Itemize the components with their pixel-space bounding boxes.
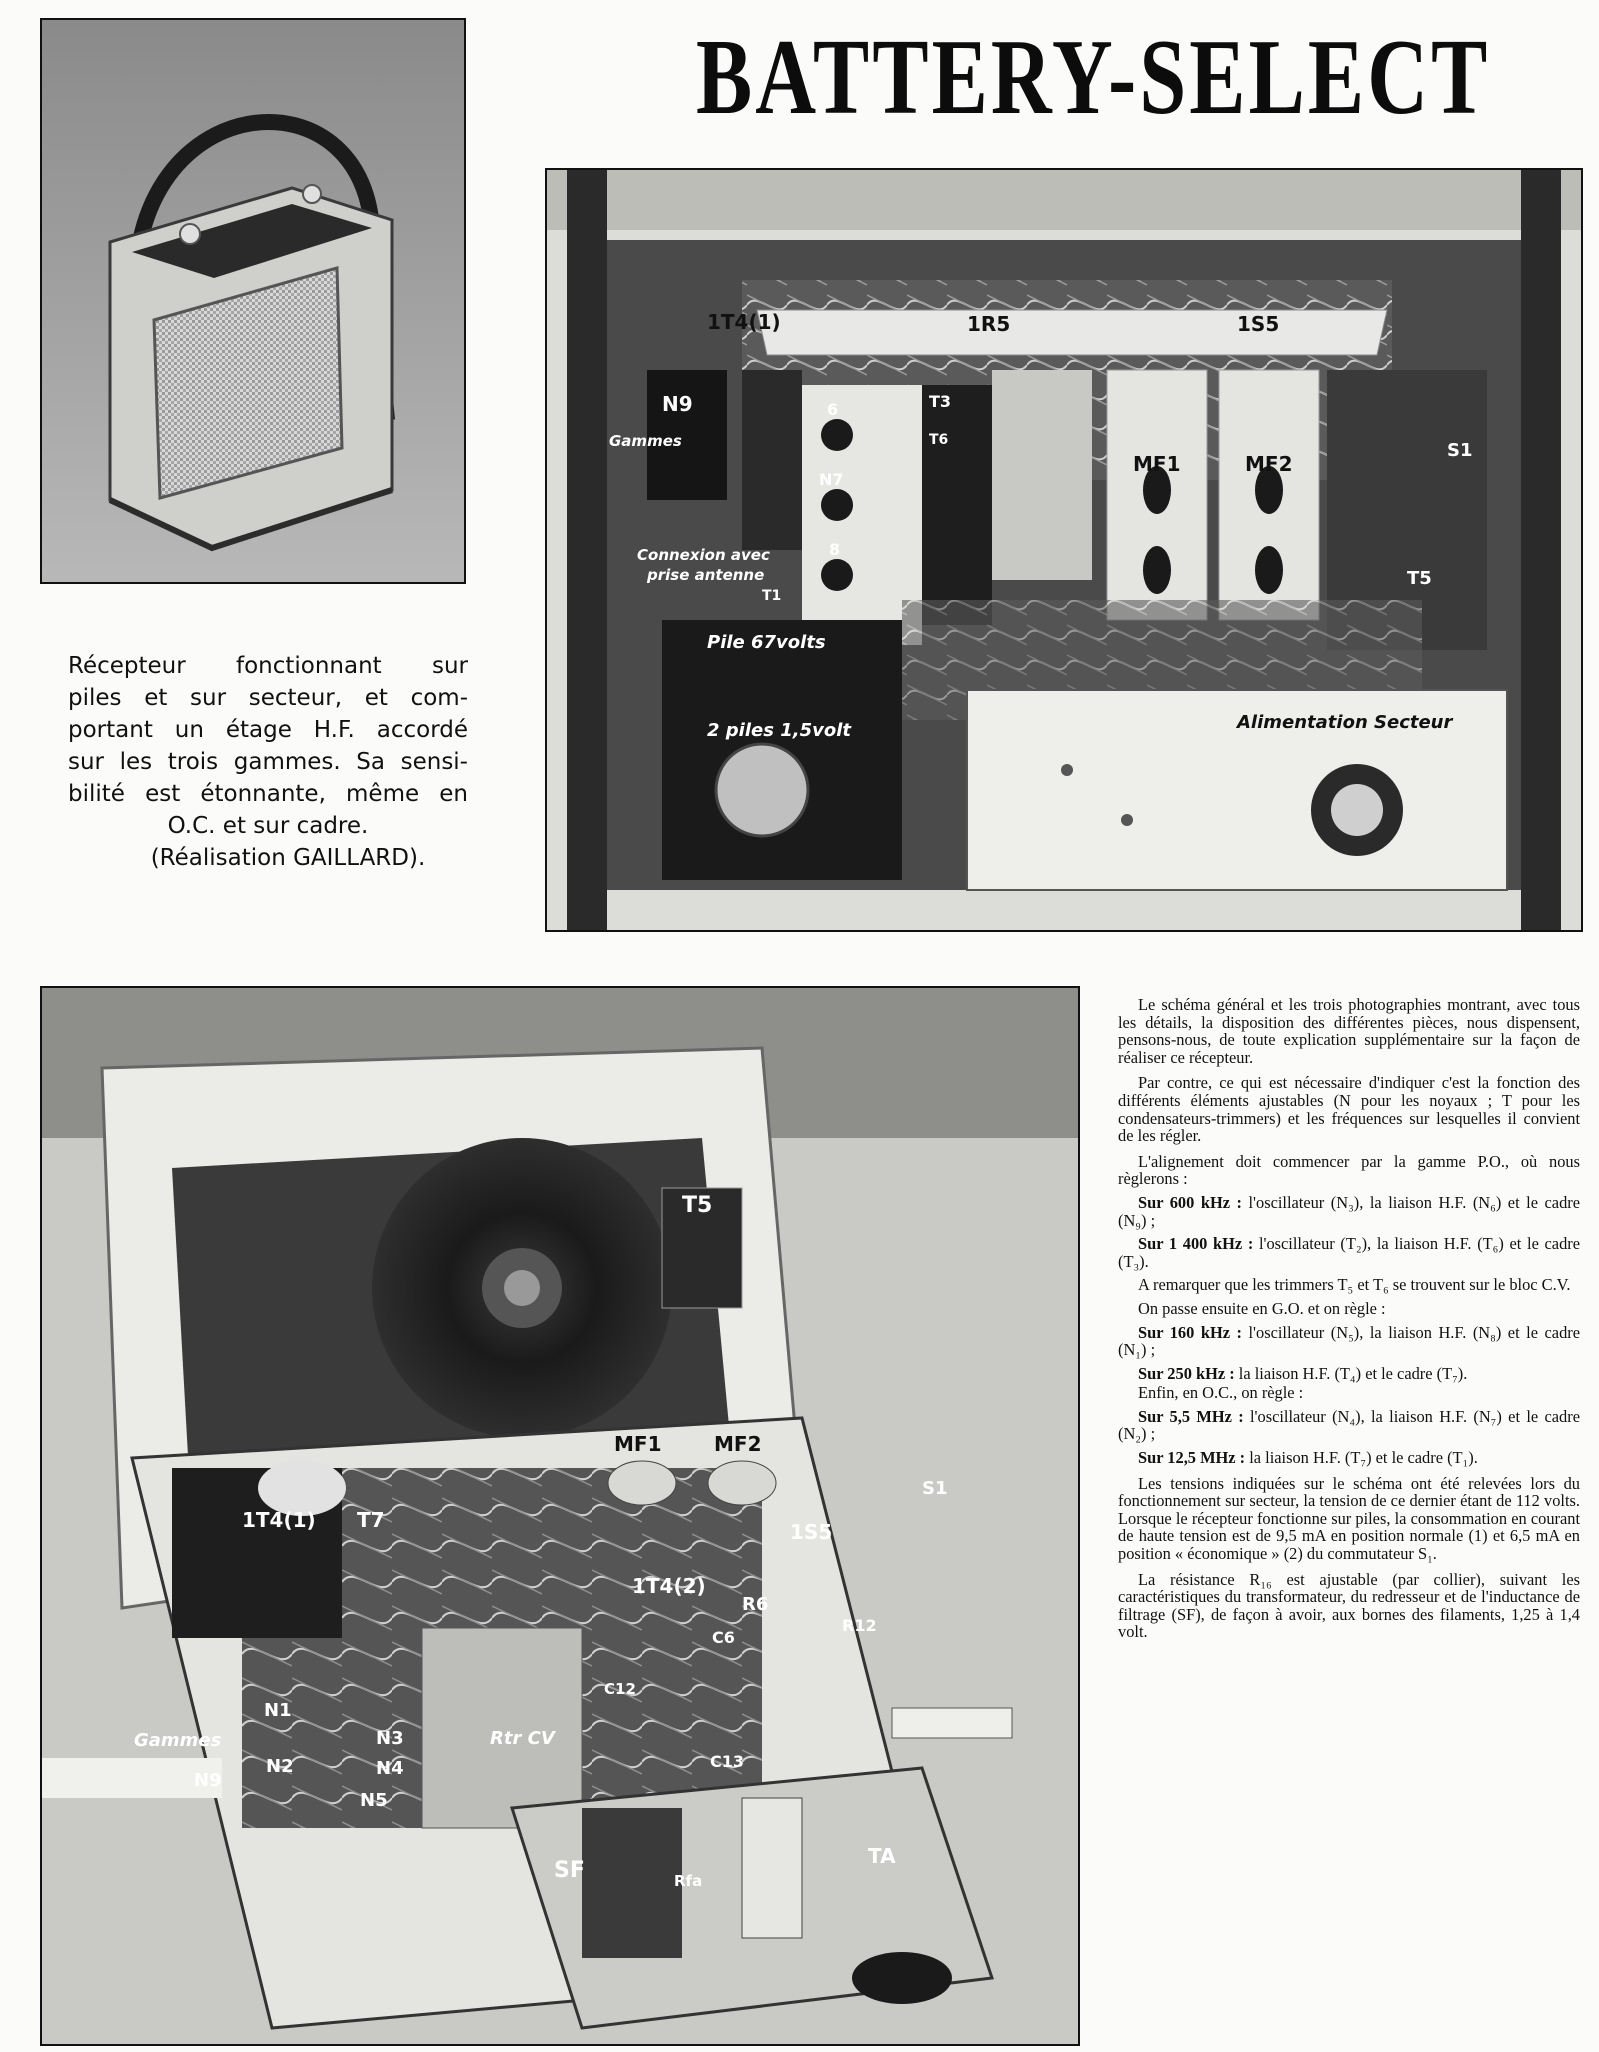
component-label: R6 bbox=[742, 1594, 769, 1615]
setting-line: Sur 1 400 kHz : l'oscillateur (T₂), la l… bbox=[1118, 1235, 1580, 1270]
setting-frequency: Sur 600 kHz : bbox=[1138, 1192, 1242, 1212]
component-label: TA bbox=[868, 1844, 896, 1868]
article-text: Le schéma général et les trois photograp… bbox=[1118, 996, 1580, 1649]
component-label: 1T4(1) bbox=[242, 1508, 316, 1532]
setting-text: la liaison H.F. (T₄) et le cadre (T₇). bbox=[1234, 1363, 1468, 1383]
component-label: Rtr CV bbox=[490, 1728, 555, 1749]
component-label: Gammes bbox=[134, 1730, 222, 1751]
component-label: MF2 bbox=[1245, 452, 1293, 476]
tube-label: 1R5 bbox=[967, 312, 1011, 336]
article-paragraph: Enfin, en O.C., on règle : bbox=[1138, 1383, 1304, 1403]
component-label: Alimentation Secteur bbox=[1237, 712, 1453, 733]
component-label: N9 bbox=[194, 1770, 222, 1791]
setting-frequency: Sur 5,5 MHz : bbox=[1138, 1406, 1244, 1426]
component-label: C6 bbox=[712, 1628, 735, 1647]
tube-label: 1S5 bbox=[1237, 312, 1280, 336]
photo-caption: Récepteur fonctionnant sur piles et sur … bbox=[68, 650, 468, 874]
component-label: 8 bbox=[829, 540, 841, 559]
setting-frequency: Sur 12,5 MHz : bbox=[1138, 1448, 1246, 1468]
setting-frequency: Sur 250 kHz : bbox=[1138, 1363, 1235, 1383]
component-label: Rfa bbox=[674, 1872, 703, 1890]
article-paragraph: A remarquer que les trimmers T₅ et T₆ se… bbox=[1138, 1275, 1571, 1295]
caption-line: piles et sur secteur, et com- bbox=[68, 685, 468, 711]
article-paragraph: Les tensions indiquées sur le schéma ont… bbox=[1118, 1473, 1580, 1564]
setting-text: l'oscillateur (N₄), la liaison H.F. (N₇)… bbox=[1118, 1406, 1580, 1444]
page-title: BATTERY-SELECT bbox=[696, 18, 1491, 137]
article-paragraph: Par contre, ce qui est nécessaire d'indi… bbox=[1118, 1073, 1580, 1146]
component-label: T7 bbox=[357, 1508, 385, 1532]
component-label: S1 bbox=[922, 1478, 948, 1499]
component-label: MF1 bbox=[1133, 452, 1181, 476]
component-label: Gammes bbox=[609, 432, 682, 450]
component-label: N1 bbox=[264, 1700, 292, 1721]
component-label: T3 bbox=[929, 392, 952, 411]
component-label: T5 bbox=[682, 1193, 713, 1218]
tube-label: 1T4(1) bbox=[707, 310, 781, 334]
component-label: Connexion avec bbox=[637, 546, 770, 564]
component-label: T6 bbox=[929, 432, 949, 448]
article-paragraph: Le schéma général et les trois photograp… bbox=[1118, 995, 1580, 1067]
setting-frequency: Sur 160 kHz : bbox=[1138, 1322, 1242, 1342]
component-label: N3 bbox=[376, 1728, 404, 1749]
component-label: N7 bbox=[819, 470, 844, 489]
setting-text: l'oscillateur (T₂), la liaison H.F. (T₆)… bbox=[1118, 1234, 1580, 1271]
setting-line: Sur 160 kHz : l'oscillateur (N₅), la lia… bbox=[1118, 1322, 1580, 1360]
component-label: N9 bbox=[662, 392, 693, 416]
setting-line: Sur 12,5 MHz : la liaison H.F. (T₇) et l… bbox=[1118, 1449, 1580, 1467]
caption-line: sur les trois gammes. Sa sensi- bbox=[68, 749, 468, 775]
setting-line: Sur 5,5 MHz : l'oscillateur (N₄), la lia… bbox=[1118, 1408, 1580, 1443]
component-label: 6 bbox=[827, 400, 839, 419]
caption-line: bilité est étonnante, même en bbox=[68, 781, 468, 807]
setting-line: Sur 250 kHz : la liaison H.F. (T₄) et le… bbox=[1118, 1363, 1580, 1383]
component-label: C13 bbox=[710, 1752, 745, 1771]
radio-photo bbox=[40, 18, 466, 584]
setting-text: la liaison H.F. (T₇) et le cadre (T₁). bbox=[1245, 1448, 1478, 1468]
component-label: N2 bbox=[266, 1756, 294, 1777]
component-label: 1S5 bbox=[790, 1520, 833, 1544]
chassis-bottom-image bbox=[42, 988, 1078, 2044]
radio-photo-image bbox=[42, 20, 464, 582]
setting-text: l'oscillateur (N₃), la liaison H.F. (N₆)… bbox=[1118, 1192, 1580, 1230]
component-label: N5 bbox=[360, 1790, 388, 1811]
component-label: T1 bbox=[762, 588, 782, 604]
component-label: S1 bbox=[1447, 440, 1473, 461]
component-label: 2 piles 1,5volt bbox=[707, 720, 851, 741]
component-label: MF2 bbox=[714, 1432, 762, 1456]
chassis-top-image bbox=[547, 170, 1581, 930]
chassis-photo-top: 1T4(1) 1R5 1S5 N9 Gammes 6 N7 8 T3 T6 MF… bbox=[545, 168, 1583, 932]
component-label: SF bbox=[554, 1858, 585, 1883]
component-label: N4 bbox=[376, 1758, 404, 1779]
setting-text: l'oscillateur (N₅), la liaison H.F. (N₈)… bbox=[1118, 1322, 1580, 1360]
component-label: R12 bbox=[842, 1616, 877, 1635]
component-label: C12 bbox=[604, 1680, 636, 1698]
component-label: prise antenne bbox=[647, 566, 765, 584]
caption-line: Récepteur fonctionnant sur bbox=[68, 653, 468, 679]
component-label: MF1 bbox=[614, 1432, 662, 1456]
setting-frequency: Sur 1 400 kHz : bbox=[1138, 1234, 1254, 1254]
caption-line: O.C. et sur cadre. bbox=[167, 813, 369, 839]
component-label: Pile 67volts bbox=[707, 632, 826, 653]
article-paragraph: L'alignement doit commencer par la gamme… bbox=[1118, 1151, 1580, 1189]
component-label: T5 bbox=[1407, 568, 1432, 589]
setting-line: Sur 600 kHz : l'oscillateur (N₃), la lia… bbox=[1118, 1194, 1580, 1229]
article-paragraph: On passe ensuite en G.O. et on règle : bbox=[1138, 1298, 1386, 1318]
component-label: 1T4(2) bbox=[632, 1574, 706, 1598]
article-paragraph: La résistance R₁₆ est ajustable (par col… bbox=[1118, 1569, 1580, 1642]
caption-line: (Réalisation GAILLARD). bbox=[150, 845, 426, 871]
chassis-photo-bottom: T5 MF1 MF2 1T4(1) T7 1S5 1T4(2) R6 C6 R1… bbox=[40, 986, 1080, 2046]
caption-line: portant un étage H.F. accordé bbox=[68, 717, 468, 743]
